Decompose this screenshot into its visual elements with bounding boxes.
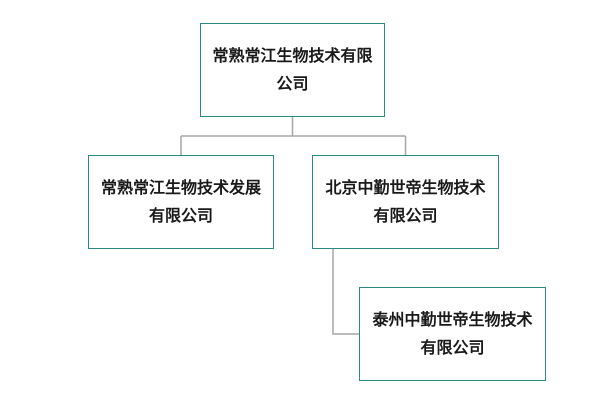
connector-root-to-children: [180, 117, 407, 155]
org-node-beijing-zhongqin-shidi: 北京中勤世帝生物技术 有限公司: [312, 155, 499, 249]
org-node-label: 北京中勤世帝生物技术 有限公司: [325, 174, 485, 230]
org-node-label-line: 有限公司: [148, 206, 213, 225]
org-node-label-line: 常熟常江生物技术发展: [100, 178, 261, 197]
org-node-changjiang-biotech: 常熟常江生物技术有限 公司: [200, 23, 385, 117]
org-node-label: 常熟常江生物技术发展 有限公司: [101, 174, 261, 230]
connector-beijing-to-taizhou: [332, 249, 359, 335]
org-node-taizhou-zhongqin-shidi: 泰州中勤世帝生物技术 有限公司: [359, 287, 546, 381]
org-node-label-line: 有限公司: [373, 206, 438, 225]
org-node-label-line: 公司: [276, 74, 309, 93]
org-node-label: 常熟常江生物技术有限 公司: [212, 42, 372, 98]
org-node-label-line: 常熟常江生物技术有限: [212, 46, 373, 65]
org-node-label-line: 有限公司: [420, 338, 485, 357]
org-node-label-line: 北京中勤世帝生物技术: [325, 178, 486, 197]
org-node-label: 泰州中勤世帝生物技术 有限公司: [372, 306, 532, 362]
org-node-label-line: 泰州中勤世帝生物技术: [372, 310, 533, 329]
org-node-changjiang-biotech-development: 常熟常江生物技术发展 有限公司: [88, 155, 274, 249]
